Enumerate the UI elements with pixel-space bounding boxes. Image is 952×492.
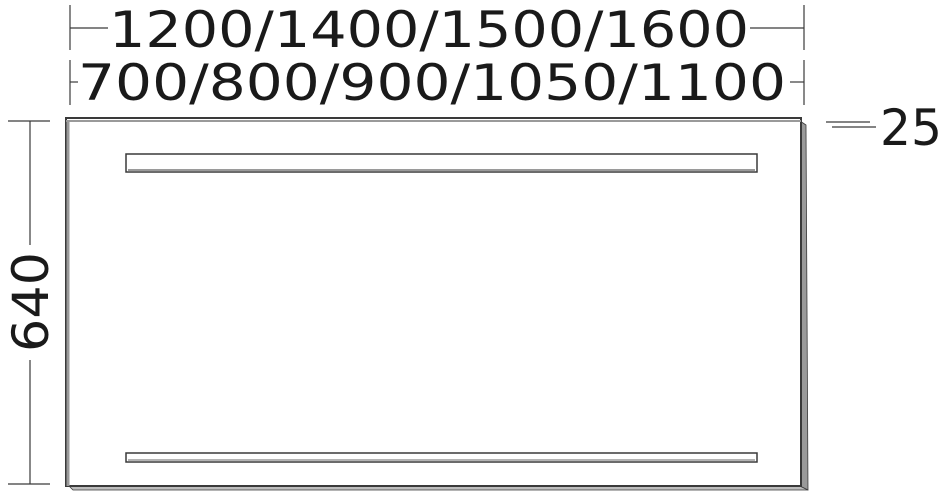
height-label: 640 [2, 252, 60, 352]
mirror-panel [65, 117, 809, 491]
width-dimension-bottom: 700/800/900/1050/1100 [69, 54, 805, 112]
light-strip-bottom [125, 452, 758, 463]
height-dimension: 640 [2, 120, 60, 485]
width-label-bottom: 700/800/900/1050/1100 [78, 54, 786, 112]
panel-front-face [65, 117, 802, 487]
width-label-top: 1200/1400/1500/1600 [109, 1, 749, 59]
width-dimension-top: 1200/1400/1500/1600 [69, 1, 805, 59]
depth-label: 25 [880, 99, 942, 157]
light-strip-top [125, 153, 758, 173]
depth-dimension: 25 [826, 99, 942, 157]
